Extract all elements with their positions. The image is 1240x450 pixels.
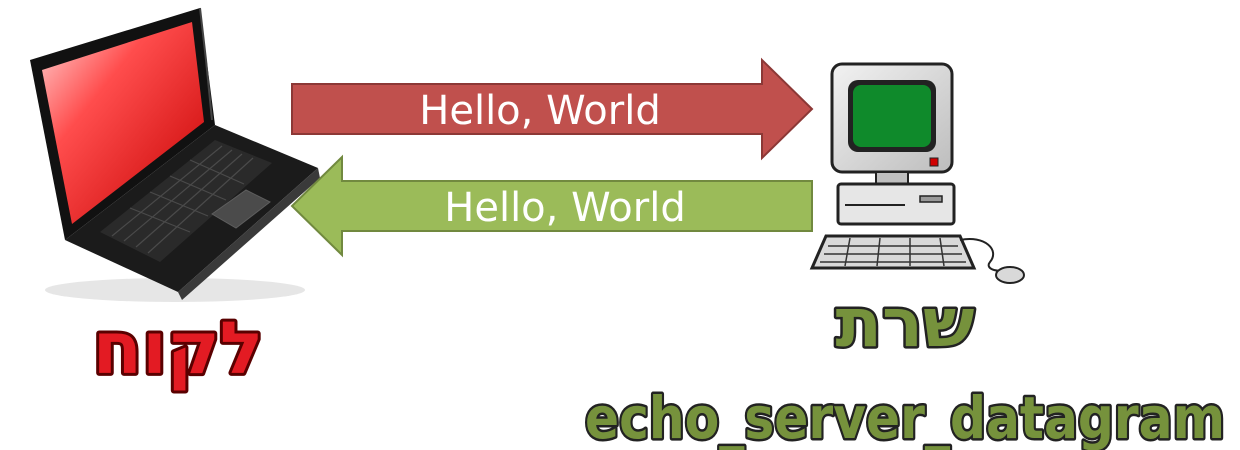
laptop-icon — [30, 7, 320, 302]
desktop-computer-icon — [809, 62, 1025, 284]
server-label: שרת — [836, 284, 975, 363]
request-arrow: Hello, World — [291, 57, 814, 161]
request-arrow-shape — [291, 57, 814, 161]
client-label: לקוח — [93, 306, 264, 390]
response-arrow-shape — [290, 154, 813, 258]
server-program-name: echo_server_datagram — [585, 384, 1225, 450]
response-arrow-label: Hello, World — [444, 185, 685, 231]
response-arrow: Hello, World — [290, 154, 813, 258]
request-arrow-label: Hello, World — [419, 88, 660, 134]
